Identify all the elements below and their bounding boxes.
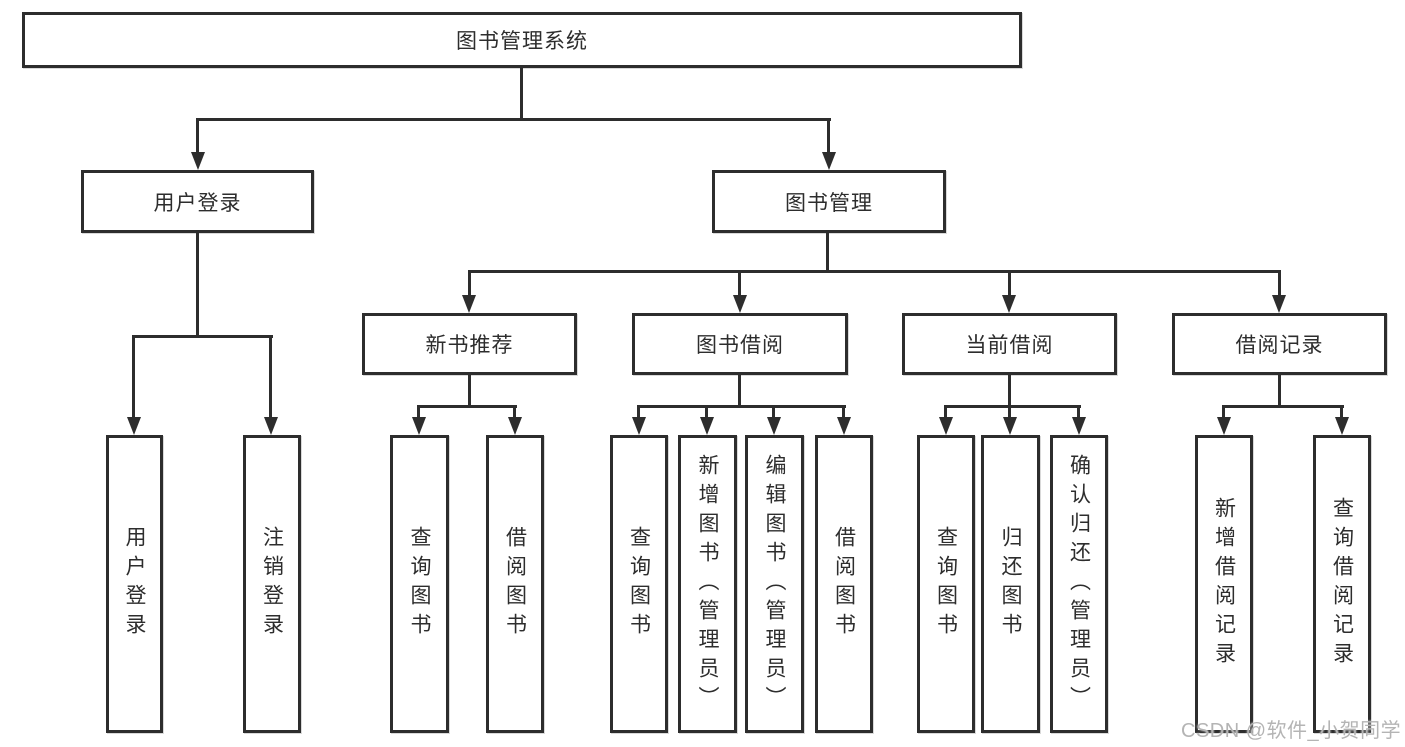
connector-line xyxy=(196,118,831,121)
arrow-down-icon xyxy=(1002,295,1016,313)
csdn-watermark: CSDN @软件_小贺同学 xyxy=(1181,720,1402,742)
arrow-down-icon xyxy=(127,417,141,435)
node-label: 注销登录 xyxy=(260,526,284,642)
node-label: 借阅记录 xyxy=(1235,334,1324,357)
connector-line xyxy=(637,405,846,408)
connector-line xyxy=(705,405,708,419)
leaf-query-books-current: 查询图书 xyxy=(917,435,975,733)
leaf-confirm-return-admin: 确认归还（管理员） xyxy=(1050,435,1108,733)
connector-line xyxy=(1222,405,1225,419)
node-label: 编辑图书（管理员） xyxy=(763,453,786,715)
connector-line xyxy=(1008,375,1011,408)
connector-line xyxy=(196,118,199,155)
node-borrowing-records: 借阅记录 xyxy=(1172,313,1387,375)
arrow-down-icon xyxy=(1072,417,1086,435)
connector-line xyxy=(827,118,830,155)
connector-line xyxy=(842,405,845,419)
arrow-down-icon xyxy=(700,417,714,435)
arrow-down-icon xyxy=(939,417,953,435)
connector-line xyxy=(944,405,947,419)
arrow-down-icon xyxy=(191,152,205,170)
node-label: 新增借阅记录 xyxy=(1212,497,1236,671)
connector-line xyxy=(1278,270,1281,298)
node-current-borrowing: 当前借阅 xyxy=(902,313,1117,375)
connector-line xyxy=(1077,405,1080,419)
leaf-borrow-books-recommend: 借阅图书 xyxy=(486,435,544,733)
connector-line xyxy=(468,270,471,298)
connector-line xyxy=(944,405,1081,408)
arrow-down-icon xyxy=(767,417,781,435)
node-label: 查询图书 xyxy=(408,526,431,642)
arrow-down-icon xyxy=(822,152,836,170)
leaf-add-borrow-record: 新增借阅记录 xyxy=(1195,435,1253,733)
connector-line xyxy=(132,335,273,338)
node-label: 图书管理 xyxy=(785,191,873,215)
arrow-down-icon xyxy=(837,417,851,435)
arrow-down-icon xyxy=(462,295,476,313)
leaf-query-borrow-record: 查询借阅记录 xyxy=(1313,435,1371,733)
connector-line xyxy=(468,270,1281,273)
leaf-add-books-admin: 新增图书（管理员） xyxy=(678,435,737,733)
connector-line xyxy=(520,68,523,121)
connector-line xyxy=(1222,405,1344,408)
arrow-down-icon xyxy=(733,295,747,313)
node-label: 查询图书 xyxy=(934,526,958,642)
arrow-down-icon xyxy=(1003,417,1017,435)
connector-line xyxy=(738,270,741,298)
leaf-borrow-books: 借阅图书 xyxy=(815,435,873,733)
connector-line xyxy=(269,335,272,419)
connector-line xyxy=(1340,405,1343,419)
leaf-query-books-recommend: 查询图书 xyxy=(390,435,449,733)
leaf-user-login: 用户登录 xyxy=(106,435,163,733)
node-label: 新增图书（管理员） xyxy=(696,453,719,715)
leaf-edit-books-admin: 编辑图书（管理员） xyxy=(745,435,804,733)
node-user-login: 用户登录 xyxy=(81,170,314,233)
connector-line xyxy=(468,375,471,408)
connector-line xyxy=(1278,375,1281,408)
node-label: 借阅图书 xyxy=(832,526,856,642)
connector-line xyxy=(772,405,775,419)
connector-line xyxy=(738,375,741,408)
node-new-book-recommend: 新书推荐 xyxy=(362,313,577,375)
leaf-logout: 注销登录 xyxy=(243,435,301,733)
connector-line xyxy=(826,233,829,273)
node-label: 用户登录 xyxy=(123,526,146,642)
arrow-down-icon xyxy=(264,417,278,435)
node-label: 借阅图书 xyxy=(503,526,527,642)
node-book-management: 图书管理 xyxy=(712,170,946,233)
connector-line xyxy=(132,335,135,419)
connector-line xyxy=(196,233,199,338)
connector-line xyxy=(1008,270,1011,298)
node-label: 新书推荐 xyxy=(425,334,514,357)
arrow-down-icon xyxy=(508,417,522,435)
arrow-down-icon xyxy=(412,417,426,435)
connector-line xyxy=(417,405,517,408)
node-label: 当前借阅 xyxy=(965,334,1054,357)
connector-line xyxy=(513,405,516,419)
node-label: 查询借阅记录 xyxy=(1330,497,1354,671)
connector-line xyxy=(1008,405,1011,419)
node-label: 查询图书 xyxy=(627,526,651,642)
connector-line xyxy=(637,405,640,419)
node-root-system: 图书管理系统 xyxy=(22,12,1022,68)
arrow-down-icon xyxy=(1272,295,1286,313)
arrow-down-icon xyxy=(632,417,646,435)
arrow-down-icon xyxy=(1335,417,1349,435)
node-label: 用户登录 xyxy=(153,191,242,215)
node-book-borrowing: 图书借阅 xyxy=(632,313,848,375)
leaf-return-books: 归还图书 xyxy=(981,435,1040,733)
node-label: 归还图书 xyxy=(999,526,1022,642)
node-label: 图书管理系统 xyxy=(456,30,588,53)
arrow-down-icon xyxy=(1217,417,1231,435)
node-label: 图书借阅 xyxy=(696,334,784,357)
node-label: 确认归还（管理员） xyxy=(1067,453,1091,715)
connector-line xyxy=(417,405,420,419)
leaf-query-books-borrowing: 查询图书 xyxy=(610,435,668,733)
